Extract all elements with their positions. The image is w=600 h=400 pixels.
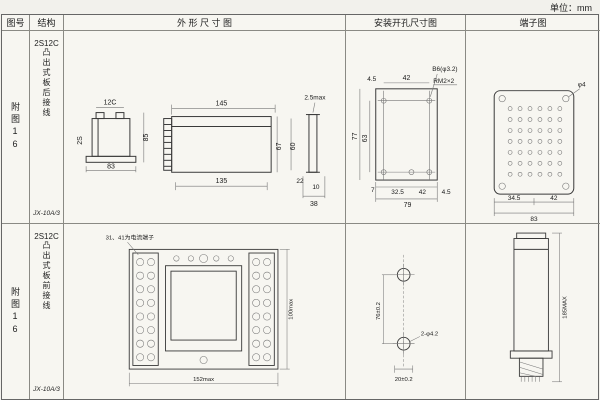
label-rm2x2: RM2×2: [433, 78, 454, 85]
side-view: [85, 112, 137, 163]
mounting-cell-rear: 4.5 42 B6(φ3.2) RM2×2 77 63 7 32.5 42 4.…: [346, 31, 466, 224]
fig-no-rear-label: 附图16: [10, 102, 20, 152]
terminal-cell-rear: φ4 34.5 42 83: [466, 31, 600, 224]
type-label-rear: JX-10A/3: [33, 210, 60, 217]
fig-no-rear: 附图16: [2, 31, 30, 224]
front-wiring-terminals: [127, 241, 290, 387]
terminal-screws: [493, 88, 580, 217]
outline-drawing-rear: 12C 2S 83 85: [77, 95, 326, 208]
dim-4-5-bottom: 4.5: [442, 189, 451, 196]
structure-desc-rear: 凸出式板后接线: [42, 48, 51, 118]
front-view-dims: [171, 104, 292, 191]
structure-front: 2S12C 凸出式板前接线 JX-10A/3: [30, 224, 64, 399]
outline-drawing-front: 31、41为电流端子 152max 100max: [106, 233, 294, 387]
dim-25max: 2.5max: [304, 95, 326, 102]
dim-42-bottom: 42: [419, 189, 427, 196]
label-b6: B6(φ3.2): [432, 66, 457, 73]
dim-12c: 12C: [104, 100, 117, 107]
dim-38: 38: [310, 201, 318, 208]
dim-135: 135: [216, 178, 228, 185]
dim-42-terminal: 42: [550, 195, 558, 202]
mounting-holes: [359, 73, 458, 202]
outline-cell-rear: 12C 2S 83 85: [64, 31, 346, 224]
dim-phi4: φ4: [578, 82, 586, 89]
header-outline: 外 形 尺 寸 图: [64, 15, 346, 31]
dim-42-top: 42: [403, 75, 411, 82]
dim-185max: 185MAX: [563, 296, 569, 319]
dim-60: 60: [290, 142, 297, 150]
dim-34-5: 34.5: [508, 195, 521, 202]
dim-2s: 2S: [77, 136, 84, 145]
unit-label: 单位：mm: [550, 3, 592, 13]
front-view: [163, 116, 272, 173]
dim-63: 63: [362, 134, 369, 142]
dim-77: 77: [352, 132, 359, 140]
header-fig-no: 图号: [2, 15, 30, 31]
dimension-table: 图号 结构 外 形 尺 寸 图 安装开孔尺寸图 端子图 附图16 2S12C 凸…: [1, 14, 600, 400]
dim-7: 7: [371, 187, 375, 194]
outline-cell-front: 31、41为电流端子 152max 100max: [64, 224, 346, 399]
panel-edge-dims: [302, 102, 326, 199]
mounting-dims-front: [381, 263, 421, 373]
dim-4-5-top: 4.5: [367, 76, 376, 83]
fig-no-front: 附图16: [2, 224, 30, 399]
dim-79: 79: [404, 202, 412, 209]
header-structure: 结构: [30, 15, 64, 31]
relay-silhouette: [509, 232, 553, 377]
front-wiring-outline: [128, 248, 279, 370]
dim-32-5: 32.5: [391, 189, 404, 196]
mounting-outline: [375, 88, 438, 181]
structure-rear: 2S12C 凸出式板后接线 JX-10A/3: [30, 31, 64, 224]
dim-67: 67: [276, 142, 283, 150]
header-mounting: 安装开孔尺寸图: [346, 15, 466, 31]
mounting-cell-front: 76±0.2 2-φ4.2 20±0.2: [346, 224, 466, 399]
side-view-dims: [85, 107, 145, 173]
model-label-rear: 2S12C: [34, 39, 59, 48]
structure-desc-front: 凸出式板前接线: [42, 241, 51, 311]
fig-no-front-label: 附图16: [10, 286, 20, 337]
dim-83-terminal: 83: [530, 216, 538, 223]
terminal-board: [493, 90, 575, 195]
dim-22: 22: [296, 178, 304, 185]
note-current-terminals: 31、41为电流端子: [106, 233, 154, 241]
dim-85: 85: [143, 133, 150, 141]
pin-hatching: [519, 232, 563, 383]
type-label-front: JX-10A/3: [33, 386, 60, 393]
terminal-cell-front: 185MAX: [466, 224, 600, 399]
dim-20: 20±0.2: [395, 377, 413, 383]
terminal-drawing-front: 185MAX: [509, 232, 569, 383]
dim-2-phi-4-2: 2-φ4.2: [421, 332, 438, 338]
panel-edge-view: [305, 114, 320, 173]
header-terminal: 端子图: [466, 15, 600, 31]
dim-152max: 152max: [193, 377, 214, 383]
dim-76: 76±0.2: [376, 302, 382, 320]
mounting-drawing-rear: 4.5 42 B6(φ3.2) RM2×2 77 63 7 32.5 42 4.…: [352, 66, 458, 209]
dim-100max: 100max: [288, 299, 294, 320]
dim-145: 145: [216, 101, 228, 108]
model-label-front: 2S12C: [34, 232, 59, 241]
mounting-drawing-front: 76±0.2 2-φ4.2 20±0.2: [376, 254, 438, 383]
terminal-drawing-rear: φ4 34.5 42 83: [493, 82, 586, 223]
dim-83: 83: [107, 163, 115, 170]
dim-10: 10: [312, 184, 320, 191]
